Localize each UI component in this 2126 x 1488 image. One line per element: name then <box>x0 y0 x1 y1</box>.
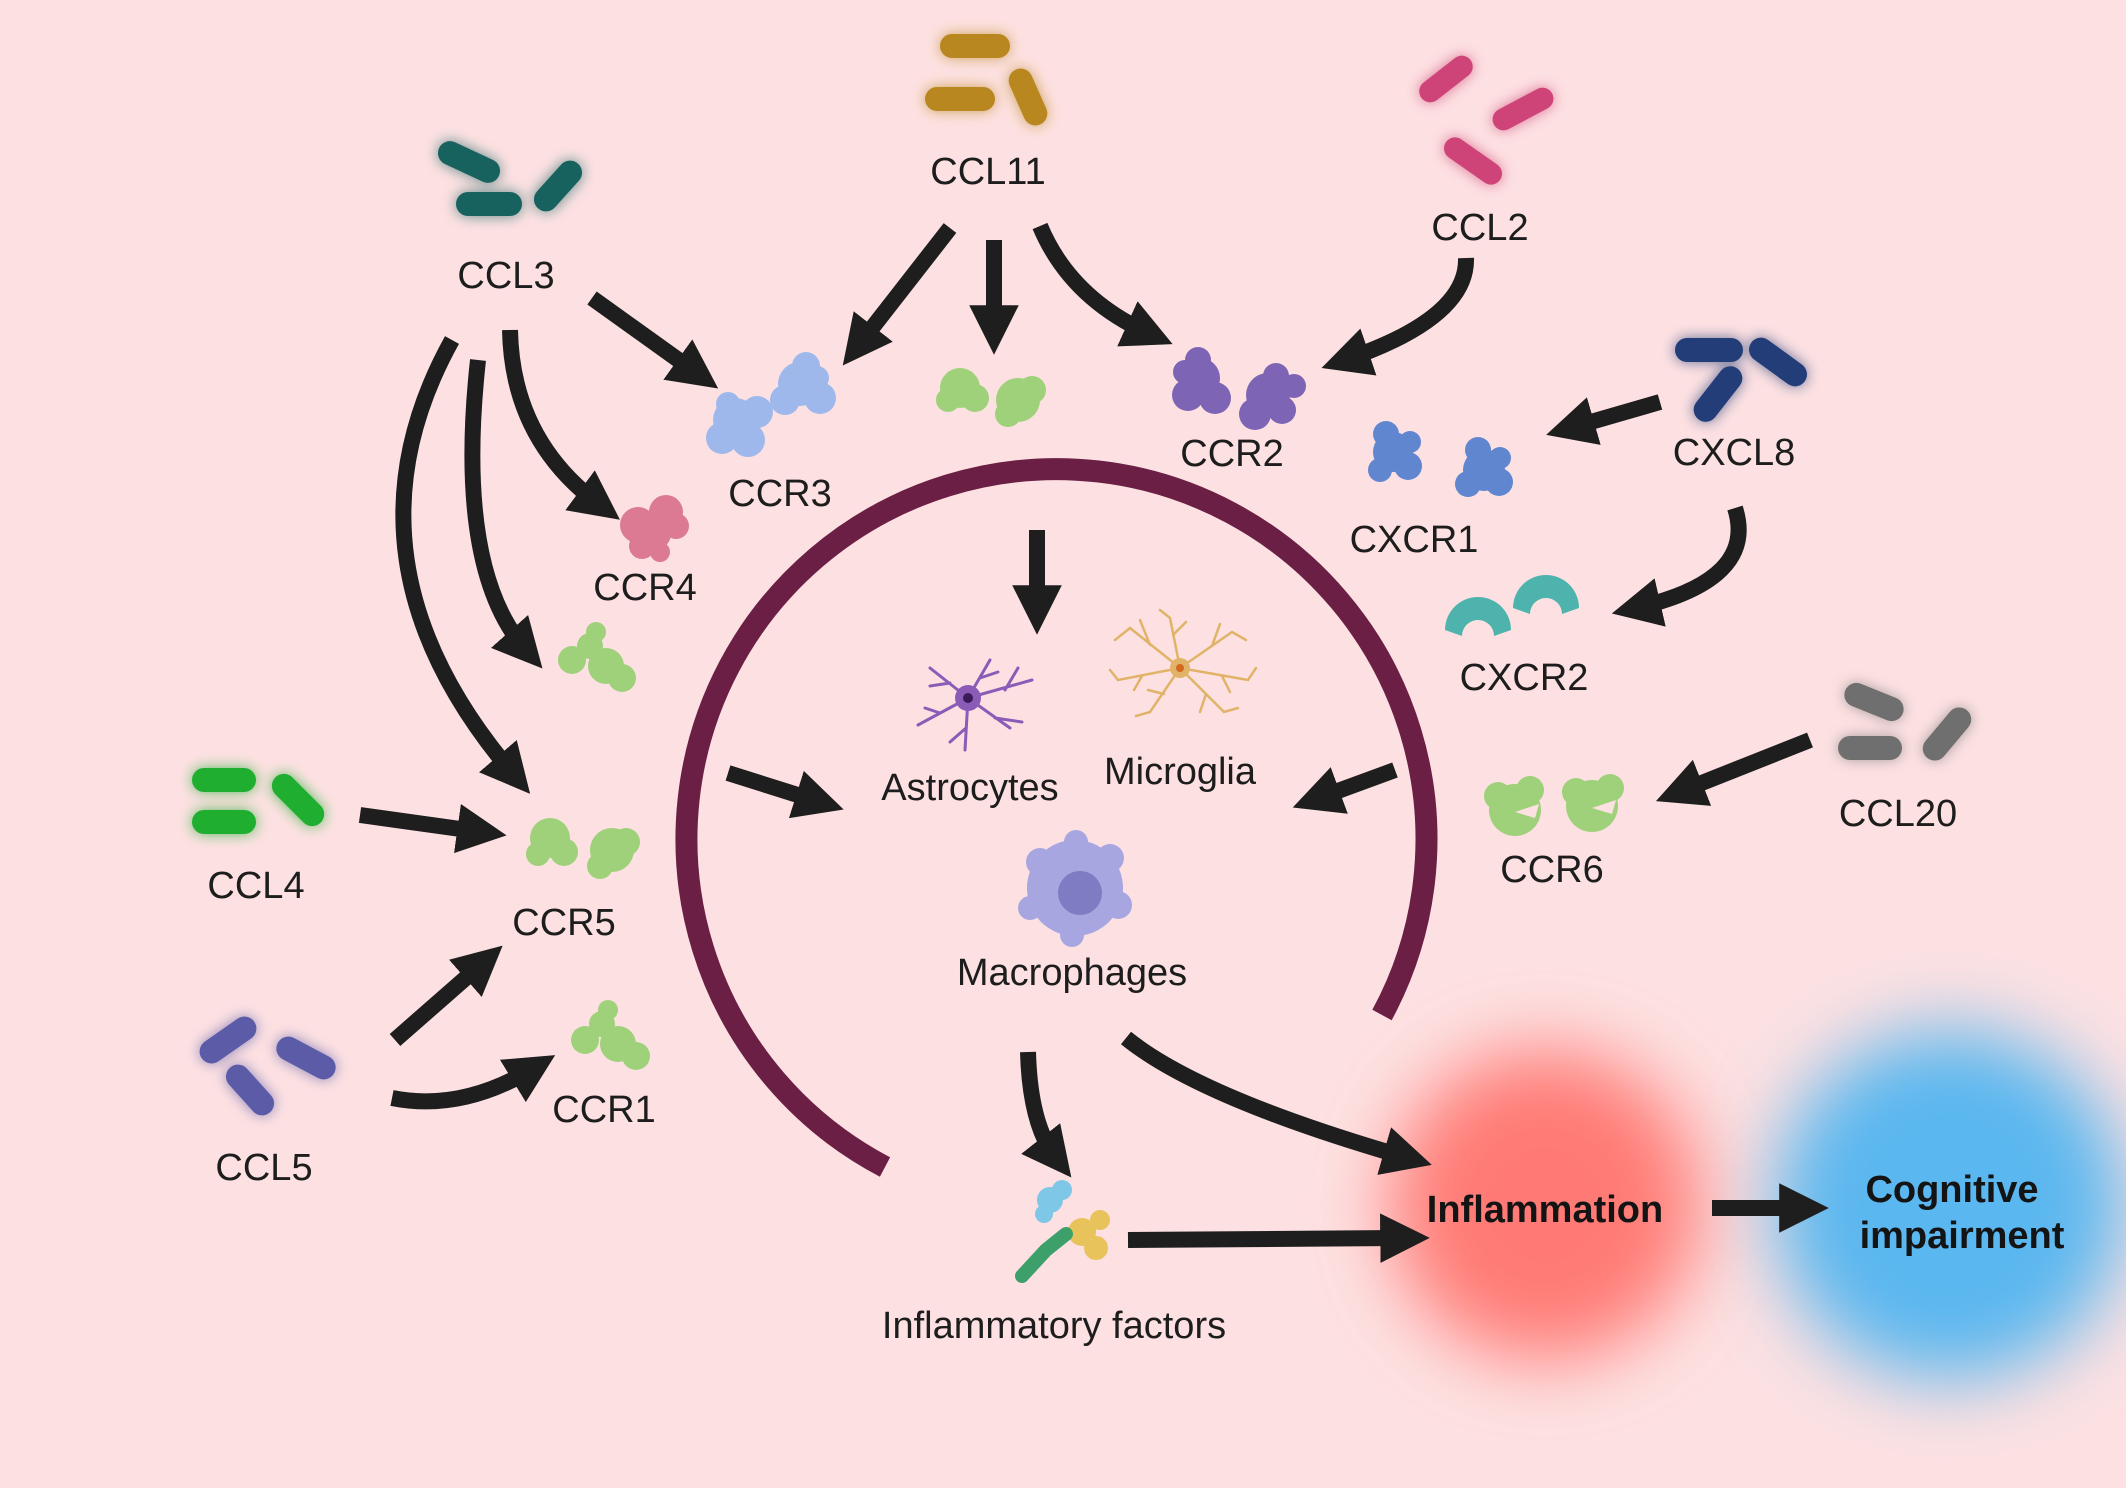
ccl20-label: CCL20 <box>1839 793 1957 835</box>
arrow-factors-to-inflammation <box>1127 1213 1430 1263</box>
astrocytes-label: Astrocytes <box>881 767 1058 809</box>
arrow-ccl11-to-ccr3 <box>842 223 957 366</box>
ccl5-label: CCL5 <box>215 1147 312 1189</box>
ccr4-label: CCR4 <box>593 567 696 609</box>
macrophages: Macrophages <box>957 830 1187 994</box>
receptor-ccr5: CCR5 <box>512 818 640 944</box>
inflammation-label: Inflammation <box>1427 1189 1663 1231</box>
cxcl8-icon <box>1675 338 1743 362</box>
ccl2-icon <box>1419 55 1473 103</box>
ccl2-label: CCL2 <box>1431 207 1528 249</box>
macrophage-nucleus <box>1058 871 1102 915</box>
arrow-ccl2-to-ccr2 <box>1321 257 1474 376</box>
ccl11-icon <box>940 34 1010 58</box>
ccr2-icon <box>1172 347 1306 430</box>
ccl4-label: CCL4 <box>207 865 304 907</box>
arrow-ccl20-to-ccr6 <box>1655 732 1813 806</box>
brain-barrier-arc <box>675 458 1438 1177</box>
cognitive-label-line2: impairment <box>1860 1215 2065 1257</box>
receptor-cxcr2: CXCR2 <box>1445 575 1588 699</box>
receptor-ccr6: CCR6 <box>1484 774 1624 891</box>
ccl4-icon <box>192 768 256 792</box>
astrocyte-nucleus <box>963 693 973 703</box>
macrophages-label: Macrophages <box>957 952 1187 994</box>
arrow-cxcl8-to-cxcr2 <box>1611 505 1747 627</box>
receptor-ccr2: CCR2 <box>1172 347 1306 475</box>
chemokine-ccl5: CCL5 <box>199 1016 336 1189</box>
cxcr1-label: CXCR1 <box>1350 519 1479 561</box>
microglia-icon <box>1108 608 1258 718</box>
arrow-ccl4-to-ccr5 <box>358 804 507 854</box>
chemokine-ccl2: CCL2 <box>1419 55 1554 249</box>
ccr3-label: CCR3 <box>728 473 831 515</box>
ccl3-icon <box>437 141 501 183</box>
cxcr1-icon <box>1368 421 1513 497</box>
receptor-ccr4: CCR4 <box>593 495 697 609</box>
ccr5-icon <box>526 818 640 879</box>
cxcr2-label: CXCR2 <box>1460 657 1589 699</box>
inflammation-blob <box>1390 1050 1700 1360</box>
arrow-ccl5-to-ccr5 <box>389 945 503 1047</box>
ccl20-icon <box>1844 682 1904 722</box>
arrow-cxcl8-to-cxcr1 <box>1546 394 1663 445</box>
receptor-green-ccl3 <box>558 622 636 692</box>
cxcr2-icon <box>1445 575 1579 636</box>
arrows <box>358 222 1829 1263</box>
arrow-right-into-cells <box>1292 762 1398 814</box>
chemokine-ccl11: CCL11 <box>925 34 1048 193</box>
arrow-macrophages-to-inflammation <box>1120 1031 1432 1175</box>
ccr6-icon <box>1484 774 1624 836</box>
chemokine-cxcl8: CXCL8 <box>1673 337 1807 474</box>
ccr2-label: CCR2 <box>1180 433 1283 475</box>
ccr1-label: CCR1 <box>552 1089 655 1131</box>
receptor-ccr1: CCR1 <box>552 1000 656 1131</box>
inflammatory-factors: Inflammatory factors <box>882 1180 1226 1347</box>
arrow-left-into-cells <box>725 765 844 819</box>
chemokine-ccl20: CCL20 <box>1838 682 1972 835</box>
ccl3-label: CCL3 <box>457 255 554 297</box>
arrow-ccl3-to-ccr3 <box>587 291 719 389</box>
cognitive-impairment-blob <box>1775 1030 2125 1380</box>
cxcl8-label: CXCL8 <box>1673 432 1796 474</box>
ccr5-label: CCR5 <box>512 902 615 944</box>
microglia-nucleus <box>1176 664 1184 672</box>
green-receptor-small-icon <box>558 622 636 692</box>
green-receptor-icon <box>936 368 1046 427</box>
receptor-ccr3: CCR3 <box>706 352 836 515</box>
arrow-macrophages-to-factors <box>1020 1051 1072 1178</box>
ccr6-label: CCR6 <box>1500 849 1603 891</box>
chemokine-ccl3: CCL3 <box>437 141 583 297</box>
cognitive-label-line1: Cognitive <box>1865 1169 2038 1211</box>
inflammatory-factors-label: Inflammatory factors <box>882 1305 1226 1347</box>
chemokine-ccl4: CCL4 <box>192 768 325 907</box>
microglia-label: Microglia <box>1104 751 1257 793</box>
ccr4-icon <box>620 495 689 562</box>
arrow-ccl3-to-ccr4 <box>502 329 620 520</box>
ccl11-label: CCL11 <box>930 151 1045 193</box>
arrow-ccl3-to-ccr5 <box>395 336 531 794</box>
inflammatory-factors-icon <box>1015 1180 1110 1283</box>
ccr3-icon <box>706 352 836 457</box>
ccl5-icon <box>199 1016 257 1064</box>
astrocytes: Astrocytes <box>881 658 1059 809</box>
arrow-ccl5-to-ccr1 <box>390 1055 556 1110</box>
arrow-ccl3-to-green-receptor <box>464 359 543 669</box>
ccr1-icon <box>571 1000 650 1070</box>
microglia: Microglia <box>1104 608 1258 793</box>
receptor-cxcr1: CXCR1 <box>1350 421 1513 561</box>
arrow-ccl11-to-ccr2 <box>1032 222 1173 347</box>
receptor-green-ccl11 <box>936 368 1046 427</box>
